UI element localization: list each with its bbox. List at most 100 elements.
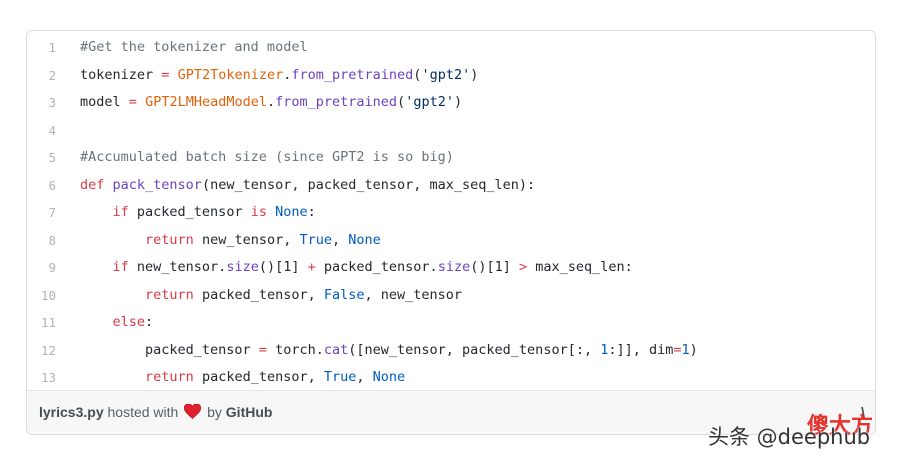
code-token: :]], dim — [608, 341, 674, 358]
code-token: if — [112, 259, 129, 275]
code-token: packed_tensor, — [193, 286, 324, 303]
view-raw-link[interactable]: \ — [861, 404, 865, 420]
code-token: def — [80, 176, 105, 193]
code-token: return — [145, 231, 194, 248]
code-token: #Get the tokenizer and model — [80, 39, 308, 55]
code-line: 11 else: — [27, 309, 875, 337]
code-token: from_pretrained — [291, 66, 414, 83]
code-text: return packed_tensor, False, new_tensor — [80, 282, 462, 310]
code-token: . — [266, 94, 276, 110]
code-line: 6 def pack_tensor(new_tensor, packed_tens… — [27, 172, 875, 200]
hosted-with-text: hosted with — [107, 404, 179, 420]
code-token: ) — [453, 94, 463, 110]
code-token: #Accumulated batch size (since GPT2 is s… — [80, 149, 454, 165]
line-number: 5 — [48, 150, 56, 165]
code-text: if packed_tensor is None: — [80, 199, 316, 227]
code-token — [80, 314, 113, 330]
code-token: : — [307, 204, 316, 220]
code-line: 10 return packed_tensor, False, new_tens… — [27, 282, 875, 310]
code-token: ([new_tensor, packed_tensor[:, — [348, 341, 601, 358]
code-token: if — [112, 204, 129, 220]
code-token: from_pretrained — [275, 94, 398, 110]
github-link[interactable]: GitHub — [225, 404, 273, 420]
code-line: 4 — [27, 117, 875, 145]
code-token: + — [307, 259, 316, 275]
line-number: 6 — [48, 177, 56, 193]
line-number: 2 — [48, 67, 56, 83]
code-token: (new_tensor, packed_tensor, max_seq_len)… — [201, 176, 536, 193]
code-text: #Accumulated batch size (since GPT2 is s… — [80, 144, 454, 172]
code-token — [80, 232, 145, 248]
code-token: return — [145, 286, 194, 303]
code-line: 5 #Accumulated batch size (since GPT2 is … — [27, 144, 875, 172]
gist-meta-footer: lyrics3.py hosted with by GitHub \ — [27, 390, 875, 434]
by-text: by — [207, 404, 222, 420]
code-token: True — [299, 231, 332, 248]
code-token: else — [112, 314, 146, 330]
watermark-account: 头条 @deephub — [708, 425, 871, 449]
code-token: 'gpt2' — [405, 94, 454, 110]
code-token: ()[1] — [258, 259, 308, 275]
code-token: 1 — [600, 341, 609, 358]
code-token: is — [250, 204, 267, 220]
code-token: size — [226, 259, 259, 275]
code-token: packed_tensor. — [315, 259, 438, 275]
code-token: packed_tensor, — [193, 369, 324, 385]
code-token: , — [332, 231, 349, 248]
code-token: ) — [470, 66, 479, 83]
code-token — [104, 177, 112, 193]
watermark-brand: 傻大方 — [807, 414, 874, 439]
code-token: : — [145, 314, 154, 330]
code-token: new_tensor. — [128, 259, 227, 275]
line-number: 9 — [48, 260, 56, 275]
code-token: ()[1] — [470, 259, 519, 275]
code-token: ( — [413, 66, 422, 83]
code-token: > — [518, 259, 528, 275]
code-token: None — [275, 204, 308, 220]
code-token — [80, 204, 113, 220]
code-token — [267, 204, 275, 220]
code-token — [80, 287, 145, 303]
line-number: 1 — [48, 40, 56, 55]
watermark: 傻大方 头条 @deephub — [706, 406, 886, 451]
code-token: return — [145, 369, 194, 385]
code-token: tokenizer — [80, 66, 162, 83]
line-number: 11 — [40, 315, 56, 330]
code-token: ) — [689, 341, 698, 358]
code-line: 8 return new_tensor, True, None — [27, 227, 875, 255]
code-token: torch. — [266, 341, 324, 358]
code-line: 12 packed_tensor = torch.cat([new_tensor… — [27, 337, 875, 365]
code-token: packed_tensor — [80, 341, 259, 358]
code-text: packed_tensor = torch.cat([new_tensor, p… — [80, 337, 698, 365]
code-token: None — [372, 369, 406, 385]
code-token — [80, 369, 145, 385]
code-token: = — [673, 341, 682, 358]
code-token: GPT2Tokenizer — [177, 66, 284, 83]
gist-filename-link[interactable]: lyrics3.py — [39, 404, 104, 420]
code-token: False — [323, 286, 365, 303]
code-token: True — [323, 369, 357, 385]
heart-icon — [184, 404, 202, 419]
line-number: 3 — [48, 95, 56, 110]
code-text: else: — [80, 309, 154, 337]
code-token: = — [128, 94, 137, 110]
line-number: 13 — [40, 370, 56, 385]
code-token: = — [258, 341, 267, 358]
line-number: 10 — [40, 287, 56, 303]
code-token — [80, 259, 113, 275]
code-token: pack_tensor — [112, 176, 202, 193]
code-token — [169, 67, 177, 83]
code-token: GPT2LMHeadModel — [145, 94, 267, 110]
code-token: new_tensor, — [193, 231, 300, 248]
code-text: #Get the tokenizer and model — [80, 34, 308, 62]
code-token: , new_tensor — [364, 286, 463, 303]
gist-meta-left: lyrics3.py hosted with by GitHub — [39, 404, 272, 420]
code-line: 9 if new_tensor.size()[1] + packed_tenso… — [27, 254, 875, 282]
code-token: ( — [397, 94, 406, 110]
code-token — [137, 94, 145, 110]
code-token: cat — [323, 341, 349, 358]
